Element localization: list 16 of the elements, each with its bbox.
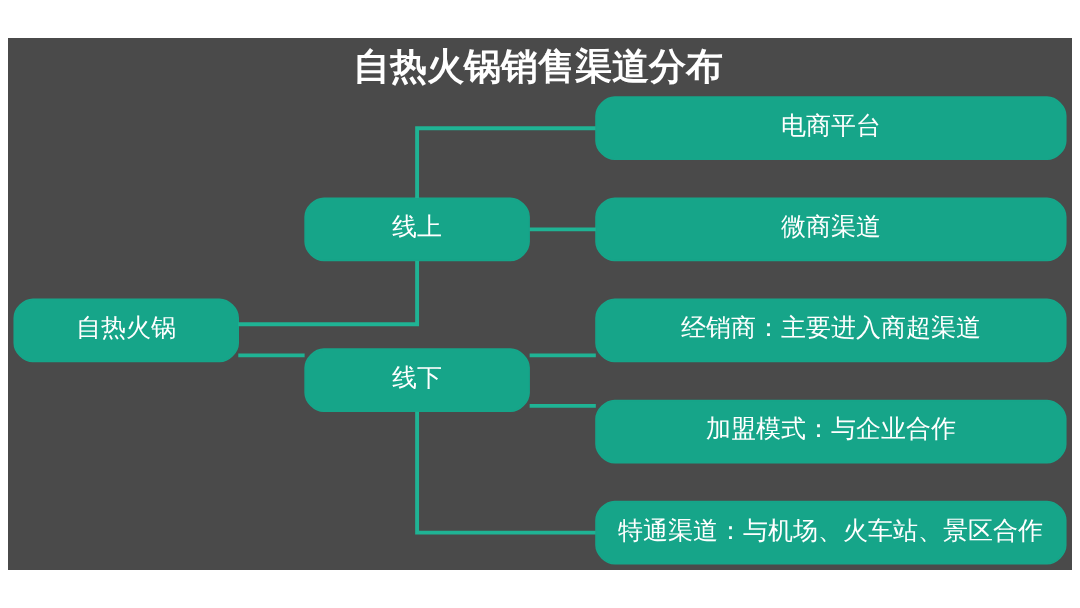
node-box: 加盟模式：与企业合作 [595,399,1067,464]
diagram-title: 自热火锅销售渠道分布 [352,43,723,88]
node-box: 经销商：主要进入商超渠道 [595,298,1067,363]
node-box: 线下 [304,348,530,413]
connector [238,353,305,358]
connector [529,403,596,408]
connector [529,227,596,232]
node-box: 微商渠道 [595,197,1067,262]
node-box: 特通渠道：与机场、火车站、景区合作 [595,500,1067,565]
node-box: 自热火锅 [13,298,239,363]
connector [415,411,596,535]
node-box: 线上 [304,197,530,262]
connector [529,353,596,358]
connector [415,126,596,198]
node-box: 电商平台 [595,96,1067,161]
connector [238,260,420,327]
